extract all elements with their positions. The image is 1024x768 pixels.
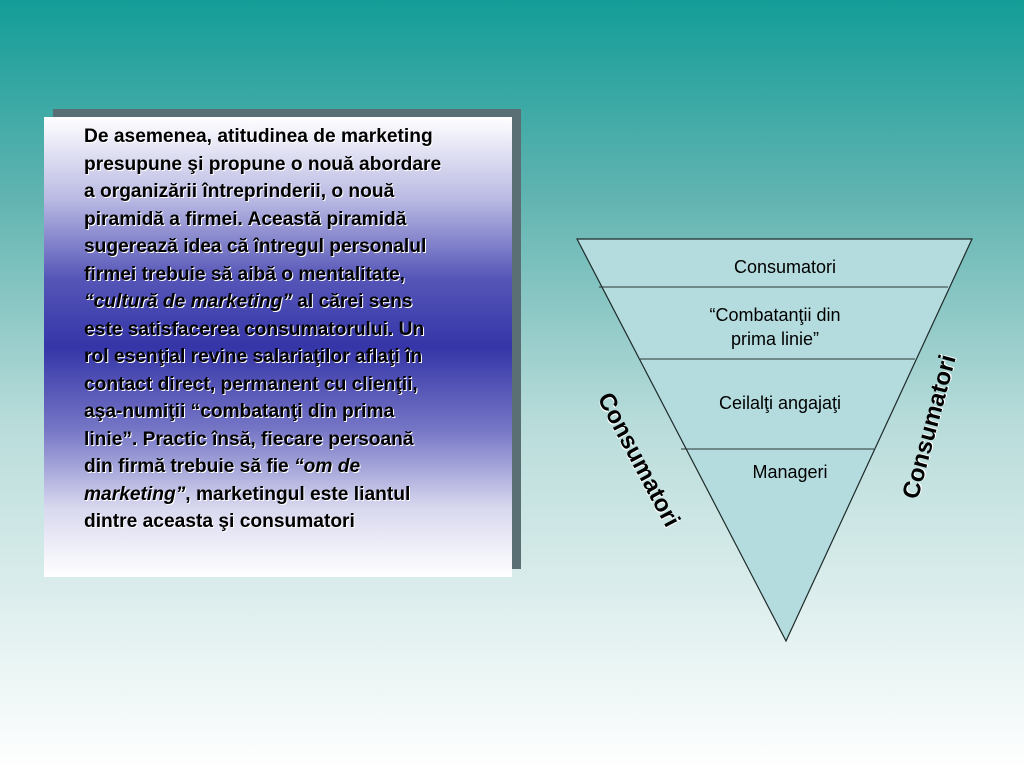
para-line: sugerează idea că întregul personalul: [84, 236, 427, 257]
para-line: al cărei sens: [291, 291, 413, 312]
para-line: linie”. Practic însă, fiecare persoană: [84, 428, 414, 450]
frontline-line: “Combatanţii din: [709, 305, 841, 325]
para-line: din firmă trebuie să fie: [84, 456, 295, 477]
pyramid-level-frontline: “Combatanţii din prima linie”: [660, 303, 890, 351]
frontline-line: prima linie”: [730, 329, 820, 349]
pyramid-level-employees: Ceilalţi angajaţi: [718, 393, 842, 413]
para-line: contact direct, permanent cu clienţii,: [84, 373, 418, 395]
para-line: presupune şi propune o nouă abordare: [84, 153, 442, 175]
pyramid-level-consumers: Consumatori: [733, 257, 837, 277]
para-italic: “om de: [294, 456, 361, 477]
para-line: De asemenea, atitudinea de marketing: [84, 126, 433, 147]
pyramid-level-managers: Manageri: [752, 462, 828, 482]
para-italic: “cultură de marketing”: [84, 291, 292, 312]
para-line: aşa-numiţii “combatanţi din prima: [84, 401, 395, 422]
para-line: a organizării întreprinderii, o nouă: [84, 181, 395, 202]
para-line: piramidă a firmei. Această piramidă: [84, 208, 407, 230]
para-line: firmei trebuie să aibă o mentalitate,: [84, 263, 405, 285]
para-italic: marketing”: [84, 483, 186, 505]
para-line: rol esenţial revine salariaţilor aflaţi …: [84, 346, 423, 367]
description-paragraph: De asemenea, atitudinea de marketing pres…: [84, 123, 512, 536]
pyramid-shape: [576, 238, 973, 643]
para-line: , marketingul este liantul: [185, 483, 411, 505]
para-line: dintre aceasta şi consumatori: [84, 511, 355, 532]
para-line: este satisfacerea consumatorului. Un: [84, 318, 425, 340]
text-box: De asemenea, atitudinea de marketing pres…: [44, 117, 512, 577]
